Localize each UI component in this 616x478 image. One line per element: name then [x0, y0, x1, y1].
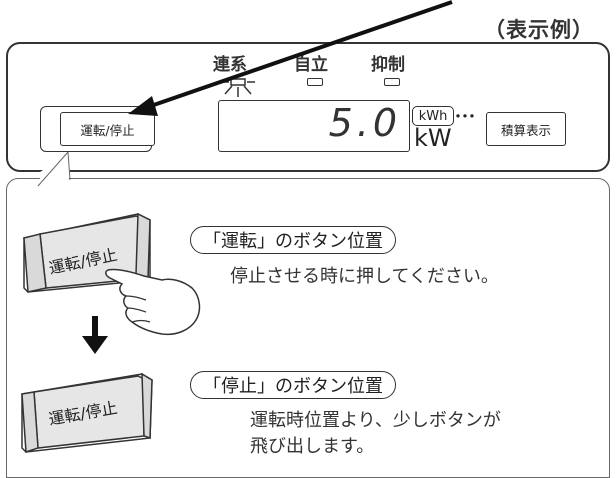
lamp-label-suppression: 抑制: [371, 55, 405, 75]
stop-position-description-line2: 飛び出します。: [250, 436, 375, 457]
lamp-suppression: [384, 78, 400, 86]
lamp-standalone: [307, 78, 323, 86]
stop-button-illustration: [21, 372, 153, 454]
total-display-button[interactable]: 積算表示: [486, 112, 566, 146]
control-panel: [6, 42, 610, 172]
stop-position-description-line1: 運転時位置より、少しボタンが: [250, 410, 501, 431]
power-display: 5.0: [218, 100, 410, 152]
unit-kw-label: kW: [414, 124, 452, 152]
unit-kwh-indicator: kWh: [412, 106, 454, 126]
arrow-down-icon: [82, 316, 108, 354]
pointer-arrow: [128, 0, 453, 116]
lamp-label-grid-connect: 連系: [213, 55, 247, 75]
run-position-heading: 「運転」のボタン位置: [190, 226, 396, 254]
run-stop-button[interactable]: 運転/停止: [60, 112, 155, 146]
dots-separator: ･･･: [454, 107, 476, 126]
display-value: 5.0: [328, 101, 401, 145]
lamp-label-standalone: 自立: [294, 55, 328, 75]
hand-press-icon: [105, 268, 201, 336]
run-position-description: 停止させる時に押してください。: [230, 266, 499, 287]
callout-wedge: [37, 151, 72, 187]
example-display-label: （表示例）: [484, 18, 594, 42]
stop-position-heading: 「停止」のボタン位置: [190, 371, 396, 399]
